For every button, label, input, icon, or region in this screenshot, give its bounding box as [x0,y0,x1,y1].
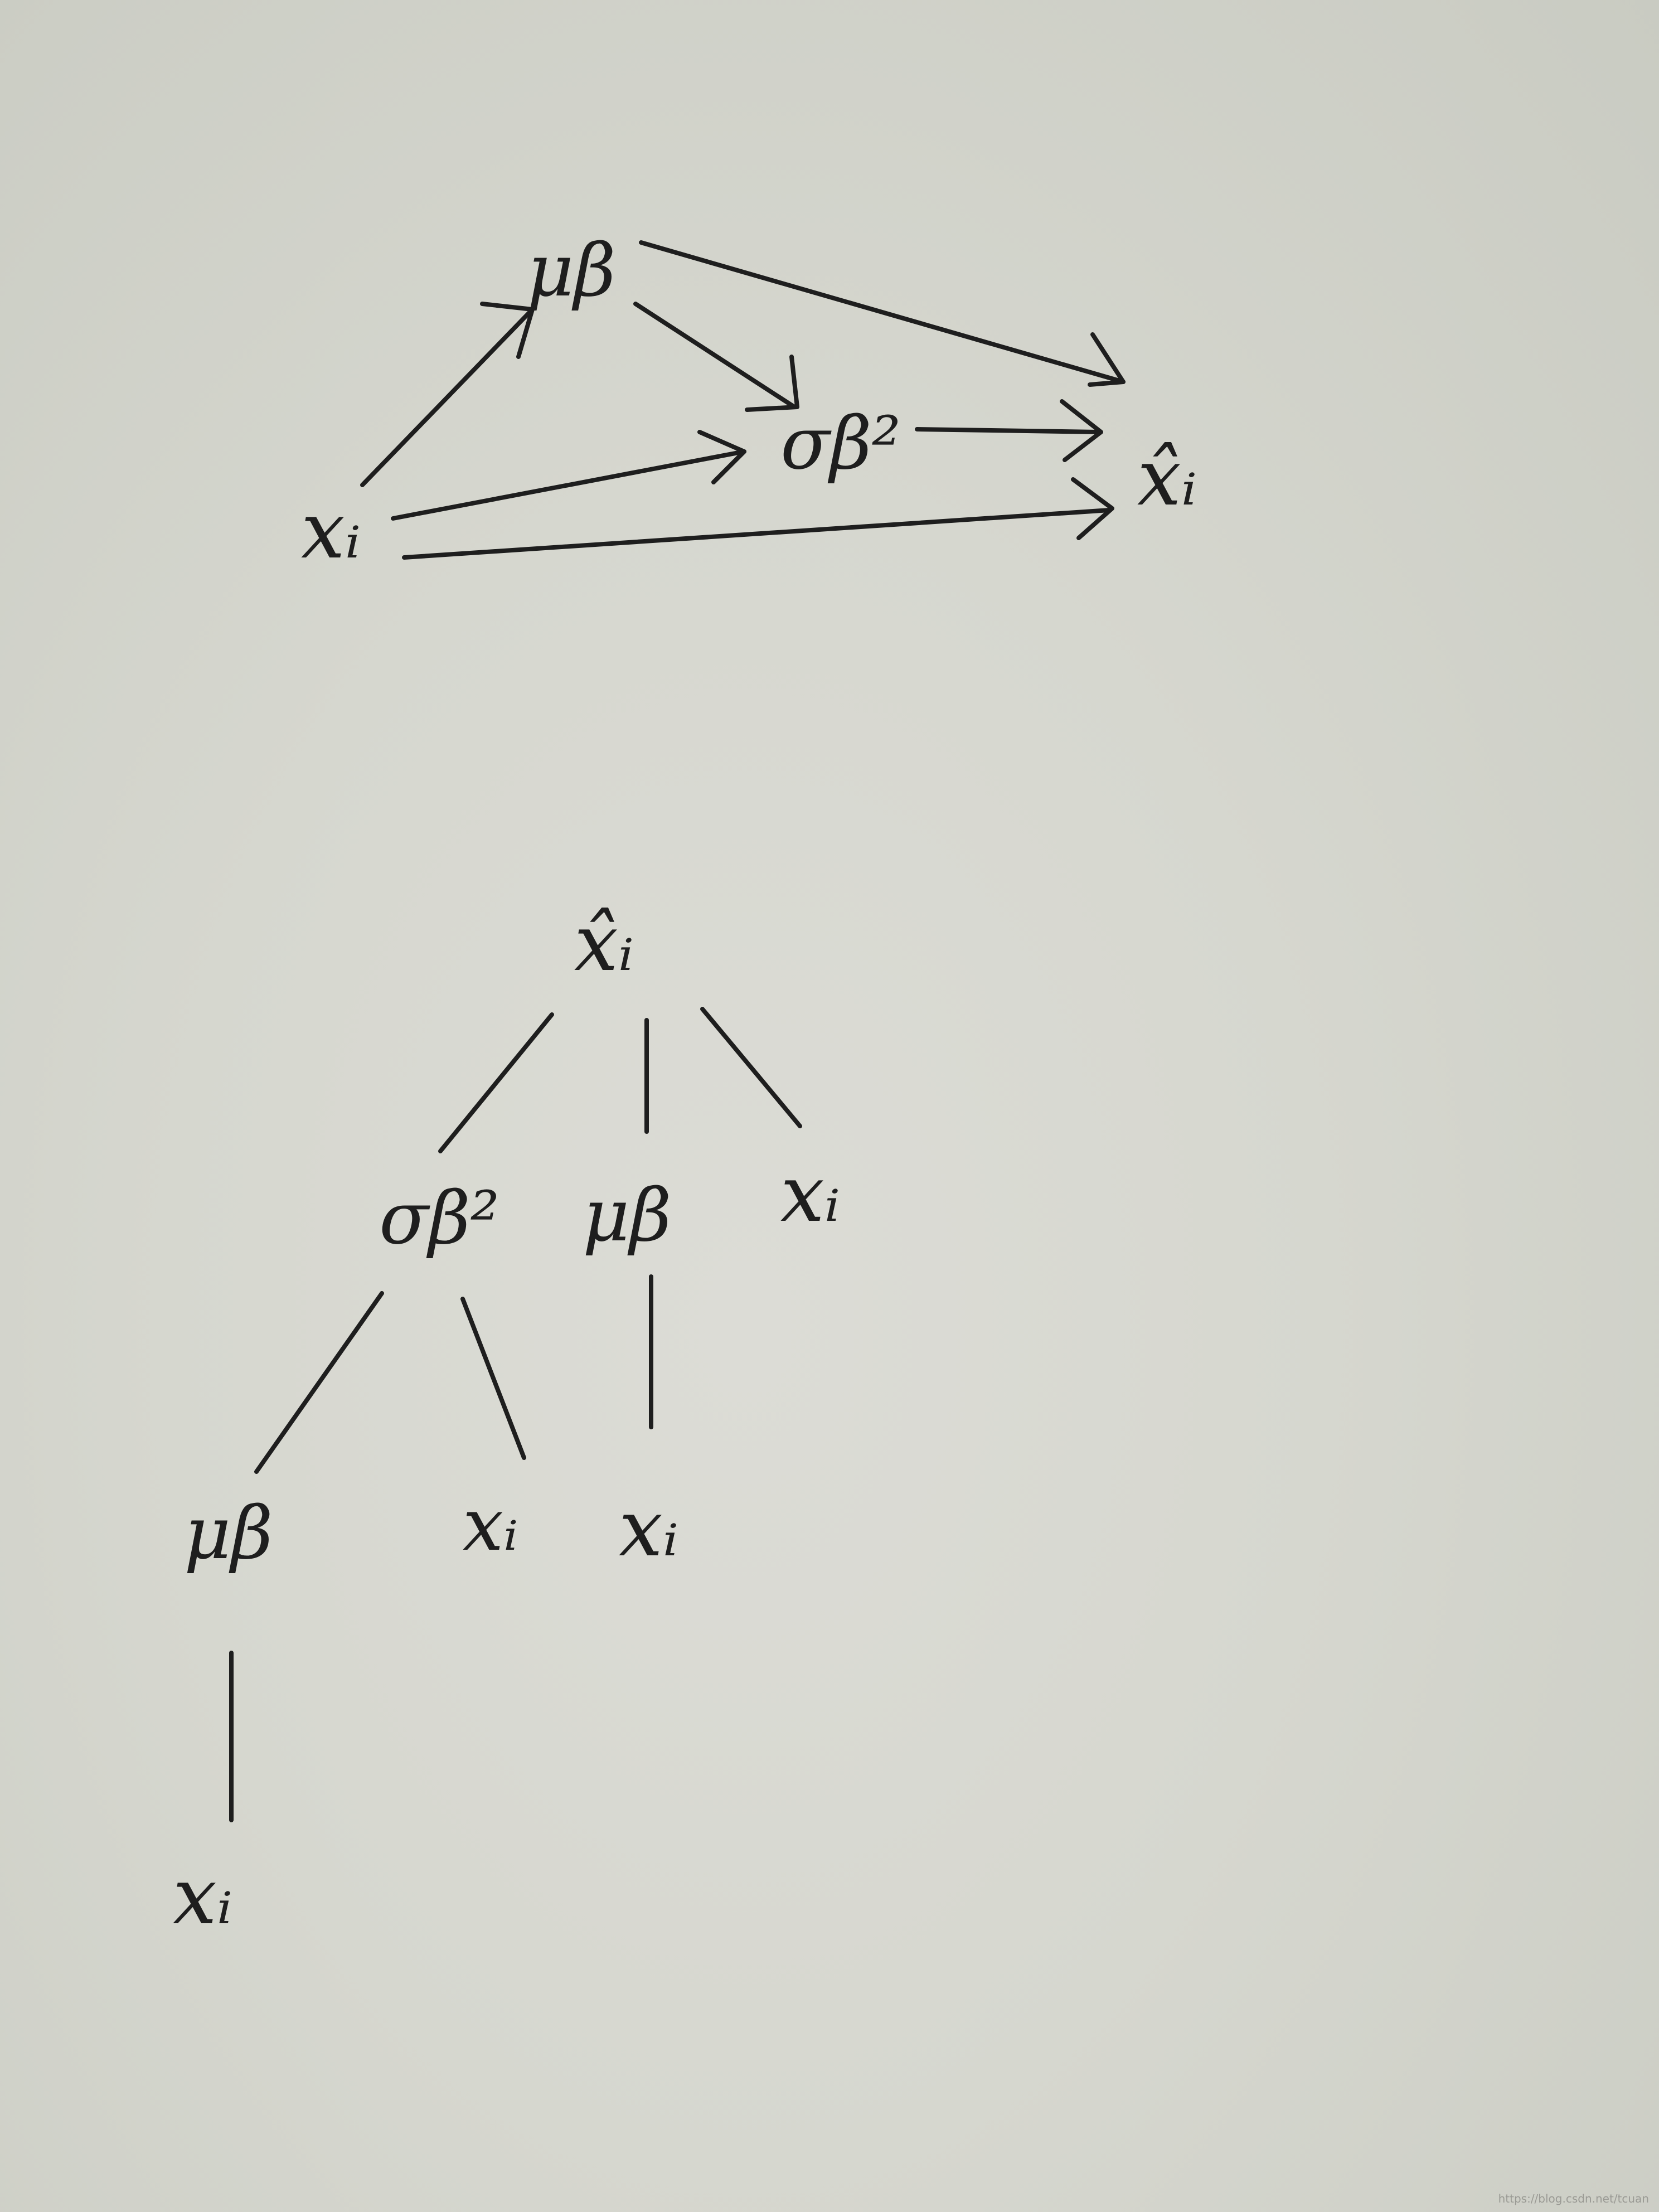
node-mu: μβ [527,228,616,313]
arrowhead-x-to-sigma [697,430,746,484]
tree-node-x: xᵢ [780,1149,840,1240]
computation-graph: μβ σβ² xᵢ x̂ᵢ [301,228,1197,576]
edge-x-to-mu [360,307,535,487]
arrowhead-x-to-mu [480,302,535,359]
node-sigma: σβ² [780,401,901,486]
tree-node-xhat: x̂ᵢ [574,898,634,989]
arrowhead-mu-to-xhat [1088,332,1126,387]
node-x: xᵢ [301,486,361,576]
arrowhead-sigma-to-xhat [1060,399,1103,462]
tree-node-x-under-sigma: xᵢ [463,1482,518,1567]
tree-edge-root-sigma [438,1012,554,1153]
tree-node-mu: μβ [583,1173,672,1258]
tree-node-sigma: σβ² [379,1176,499,1260]
tree-node-x-leaf: xᵢ [173,1851,232,1942]
watermark-url: https://blog.csdn.net/tcuan [1498,2192,1649,2205]
edge-x-to-xhat [402,508,1112,560]
arrowhead-x-to-xhat [1071,477,1114,540]
tree-edge-sigma-x [460,1297,526,1460]
edge-x-to-sigma [391,449,746,521]
tree-edge-root-x [700,1007,802,1128]
arrowhead-mu-to-sigma [745,355,799,412]
tree-node-mu-leafparent: μβ [184,1491,273,1575]
edge-mu-to-xhat [639,240,1126,384]
edge-mu-to-sigma [633,302,797,409]
tree-node-x-under-mu: xᵢ [619,1483,678,1574]
tree-edge-sigma-mu [254,1291,384,1474]
node-xhat: x̂ᵢ [1137,433,1197,523]
expression-tree: x̂ᵢ σβ² μβ xᵢ μβ xᵢ xᵢ xᵢ [173,898,840,1942]
edge-sigma-to-xhat [915,427,1100,434]
